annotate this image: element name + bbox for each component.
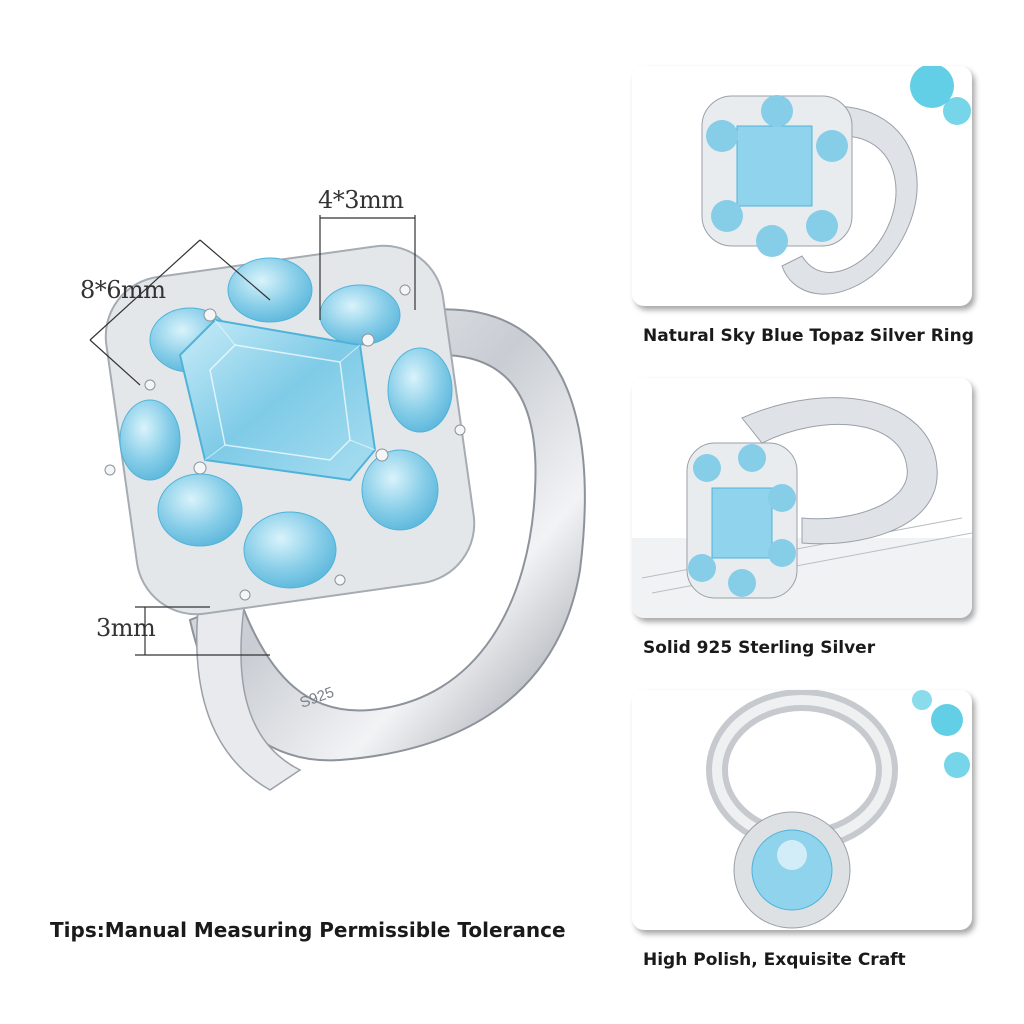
thumbnail-3[interactable] — [632, 690, 972, 930]
thumbnail-2-caption: Solid 925 Sterling Silver — [643, 638, 876, 658]
center-topaz — [178, 318, 377, 482]
main-ring-image: S925 — [40, 150, 620, 800]
thumbnail-1-image — [701, 66, 971, 295]
ring-band — [188, 308, 586, 791]
dimension-band-label: 3mm — [96, 614, 156, 642]
thumbnail-3-image — [706, 690, 970, 929]
tips-text: Tips:Manual Measuring Permissible Tolera… — [50, 918, 566, 942]
dimension-side-stone-label: 4*3mm — [318, 186, 404, 214]
side-stones — [119, 257, 453, 589]
dimension-center-stone-label: 8*6mm — [80, 276, 166, 304]
ring-illustration: S925 — [89, 215, 586, 791]
thumbnail-2[interactable] — [632, 378, 972, 618]
thumbnail-1[interactable] — [632, 66, 972, 306]
thumbnail-1-caption: Natural Sky Blue Topaz Silver Ring — [643, 326, 974, 346]
thumbnail-3-caption: High Polish, Exquisite Craft — [643, 950, 906, 970]
dimension-lines — [89, 215, 416, 656]
prongs — [104, 284, 466, 601]
thumbnail-2-image — [632, 397, 972, 618]
